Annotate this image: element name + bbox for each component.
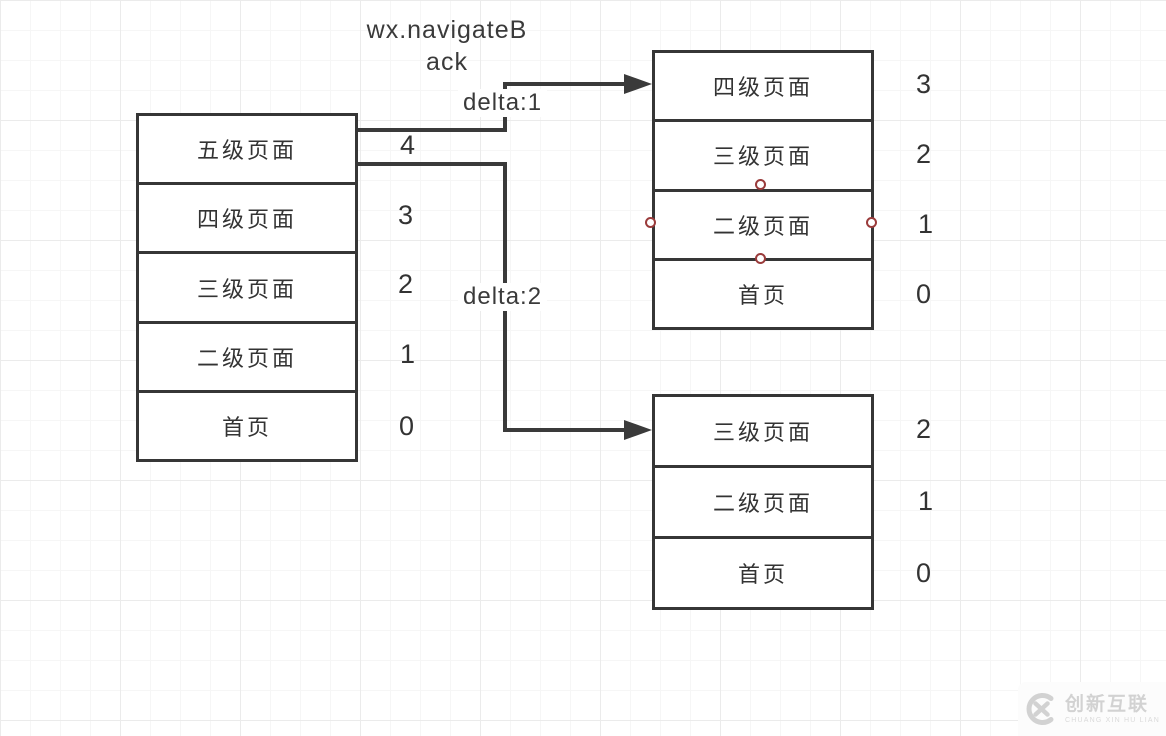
stack-index: 3 bbox=[916, 69, 932, 99]
stack-index: 1 bbox=[400, 339, 416, 369]
stack-row-label: 首页 bbox=[737, 562, 788, 587]
watermark-badge: 创新互联 CHUANG XIN HU LIAN bbox=[1018, 682, 1166, 736]
selection-handle-left bbox=[645, 217, 656, 228]
stack-row: 三级页面 bbox=[655, 119, 871, 188]
stack-index: 2 bbox=[916, 139, 932, 169]
stack-row-label: 二级页面 bbox=[196, 345, 297, 371]
stack-index: 0 bbox=[916, 558, 932, 588]
watermark-name: 创新互联 bbox=[1064, 693, 1149, 715]
delta2-connector-segment bbox=[503, 428, 624, 432]
stack-row: 四级页面 bbox=[139, 182, 355, 251]
stack-row-label: 首页 bbox=[737, 282, 788, 308]
selection-handle-right bbox=[866, 217, 877, 228]
page-stack-before: 五级页面 四级页面 三级页面 二级页面 首页 bbox=[136, 113, 358, 462]
selection-handle-bottom bbox=[755, 253, 766, 264]
stack-index: 2 bbox=[916, 414, 932, 444]
api-title: wx.navigateB ack bbox=[347, 14, 547, 78]
stack-index: 2 bbox=[398, 269, 414, 299]
stack-row-label: 三级页面 bbox=[712, 420, 813, 445]
watermark-text: 创新互联 CHUANG XIN HU LIAN bbox=[1064, 693, 1161, 724]
stack-row: 二级页面 bbox=[655, 465, 871, 536]
stack-row-label: 首页 bbox=[221, 414, 272, 440]
stack-index: 0 bbox=[916, 279, 932, 309]
delta1-connector-segment bbox=[358, 128, 505, 132]
stack-row: 首页 bbox=[655, 257, 871, 327]
stack-row-label: 二级页面 bbox=[712, 491, 813, 516]
api-title-line1: wx.navigateB bbox=[366, 16, 528, 44]
stack-row: 二级页面 bbox=[139, 320, 355, 390]
stack-index: 1 bbox=[918, 486, 934, 516]
stack-row: 五级页面 bbox=[139, 116, 355, 182]
api-title-line2: ack bbox=[426, 48, 468, 76]
stack-index: 0 bbox=[399, 411, 415, 441]
stack-row-label: 五级页面 bbox=[196, 138, 297, 164]
delta2-arrowhead-icon bbox=[624, 420, 652, 440]
stack-row-label: 二级页面 bbox=[712, 213, 813, 239]
delta1-arrowhead-icon bbox=[624, 74, 652, 94]
stack-row: 三级页面 bbox=[655, 397, 871, 465]
stack-row-label: 四级页面 bbox=[196, 207, 297, 233]
stack-row-label: 四级页面 bbox=[712, 75, 813, 101]
page-stack-after-delta2: 三级页面 二级页面 首页 bbox=[652, 394, 874, 610]
chuangxin-logo-icon bbox=[1024, 692, 1058, 726]
stack-row-selected: 二级页面 bbox=[655, 188, 871, 258]
selection-handle-top bbox=[755, 179, 766, 190]
stack-row: 首页 bbox=[655, 536, 871, 607]
stack-row-label: 三级页面 bbox=[196, 276, 297, 302]
delta2-connector-segment bbox=[358, 162, 507, 166]
stack-row: 首页 bbox=[139, 389, 355, 459]
delta1-connector-segment bbox=[503, 82, 624, 86]
stack-index: 4 bbox=[400, 130, 416, 160]
stack-index: 1 bbox=[918, 209, 934, 239]
stack-row-label: 三级页面 bbox=[712, 144, 813, 170]
stack-row: 三级页面 bbox=[139, 251, 355, 320]
delta2-label: delta:2 bbox=[458, 283, 548, 311]
stack-row: 四级页面 bbox=[655, 53, 871, 119]
watermark-subtitle: CHUANG XIN HU LIAN bbox=[1064, 716, 1161, 724]
delta1-label: delta:1 bbox=[458, 89, 548, 117]
page-stack-after-delta1: 四级页面 三级页面 二级页面 首页 bbox=[652, 50, 874, 330]
stack-index: 3 bbox=[398, 200, 414, 230]
